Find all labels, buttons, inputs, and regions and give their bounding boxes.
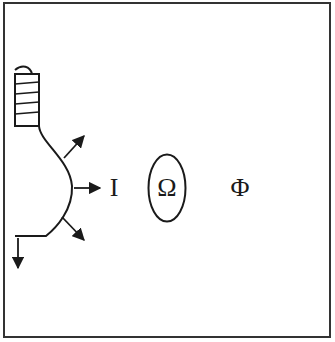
light-ray xyxy=(74,187,100,189)
light-ray xyxy=(17,238,19,268)
symbol-label: Φ xyxy=(230,175,249,201)
symbol-label: I xyxy=(110,175,119,201)
frame-border xyxy=(4,3,330,337)
screw-threads xyxy=(15,82,39,114)
bulb-contact xyxy=(15,67,32,74)
ellipse-node: Ω xyxy=(147,153,187,223)
bulb-screw-base xyxy=(15,74,39,126)
light-ray xyxy=(64,136,84,158)
ellipse-shape xyxy=(149,155,186,222)
symbol-text: Ω xyxy=(157,175,176,201)
light-ray xyxy=(62,217,84,240)
